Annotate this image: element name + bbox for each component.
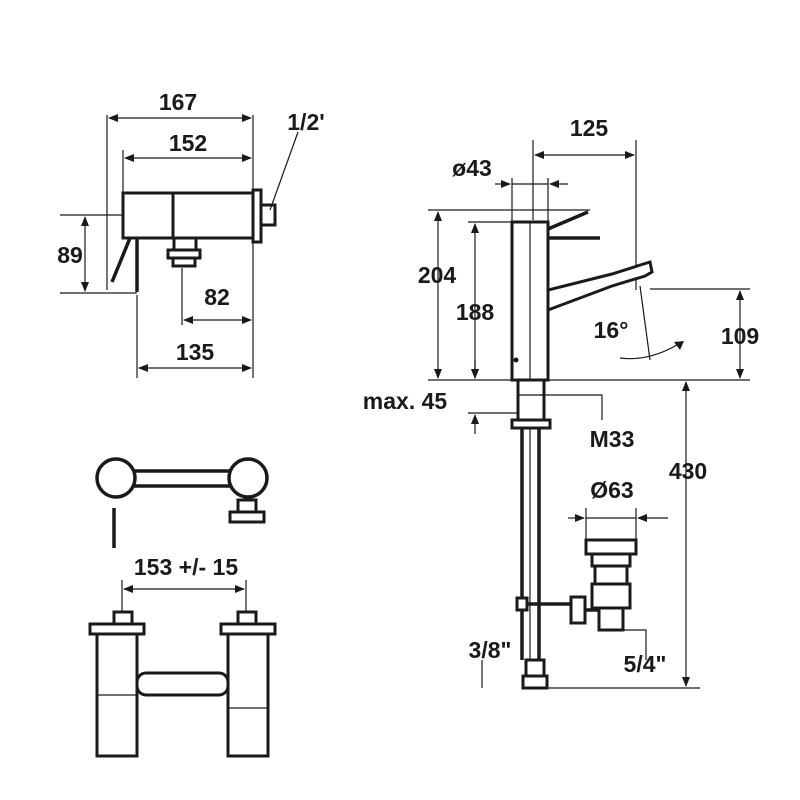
front-view: 153 +/- 15 (88, 554, 277, 758)
angle-16-arrowhead (674, 341, 684, 350)
waste-nut (590, 582, 632, 610)
side-view-connection-leader (269, 131, 299, 211)
front-view-right-cap (236, 610, 258, 626)
front-view-bridge (135, 671, 230, 697)
dim-430-label: 430 (669, 458, 707, 484)
dim-82-label: 82 (204, 284, 230, 310)
side-view-outlet (172, 236, 198, 252)
popup-rod-clip (569, 595, 587, 625)
dim-152-label: 152 (169, 130, 207, 156)
mixer-lever (547, 210, 589, 231)
top-view-outlet (236, 498, 258, 514)
side-view-spout-body (171, 191, 255, 240)
dim-109-label: 109 (721, 323, 759, 349)
waste-connection-label: 5/4" (624, 651, 667, 677)
dim-89-label: 89 (57, 242, 83, 268)
supply-hose-connector (521, 674, 549, 690)
m33-label: M33 (590, 426, 635, 452)
m33-leader (540, 394, 603, 420)
supply-hose-nut (524, 658, 546, 678)
dim-125-label: 125 (570, 115, 609, 141)
popup-rod-end (515, 596, 529, 612)
side-view-lever (110, 237, 132, 283)
max45-label: max. 45 (363, 388, 448, 414)
dim-188-label: 188 (456, 299, 495, 325)
side-view: 167 152 1/2' 89 82 135 (57, 89, 325, 378)
mixer-pin (513, 357, 519, 363)
angle-16-arc (619, 341, 683, 360)
basin-mixer: 125 ø43 204 188 16° 109 (363, 115, 759, 690)
angle-16-label: 16° (594, 317, 629, 343)
dim-167-label: 167 (159, 89, 197, 115)
top-view-outlet-nut (228, 510, 266, 524)
front-view-left-cap (112, 610, 134, 626)
waste-body-top (590, 552, 632, 568)
dim-135-label: 135 (176, 339, 215, 365)
side-view-connector (259, 203, 277, 227)
top-view-left-handle (95, 457, 137, 499)
top-view-right-valve (227, 457, 269, 499)
dim-54-leader (611, 629, 647, 660)
top-view (95, 457, 269, 548)
dim-204-label: 204 (418, 262, 457, 288)
front-view-right-column (226, 632, 270, 758)
connection-label: 1/2' (287, 109, 324, 135)
supply-connection-label: 3/8" (469, 637, 512, 663)
top-view-bridge (134, 469, 231, 488)
supply-hose (520, 428, 541, 660)
side-view-aerator (171, 256, 197, 268)
dim-43-label: ø43 (452, 155, 492, 181)
mixer-nut (510, 418, 552, 430)
waste-tailpiece (597, 606, 625, 632)
dim-63-label: Ø63 (590, 477, 633, 503)
side-view-valve-body (121, 191, 175, 240)
mixer-shank (516, 378, 546, 422)
angle-16-line (639, 285, 651, 361)
waste-flange (584, 538, 638, 556)
waste-body (593, 564, 629, 586)
mixer-spout (546, 260, 654, 313)
dim-153-label: 153 +/- 15 (134, 554, 238, 580)
